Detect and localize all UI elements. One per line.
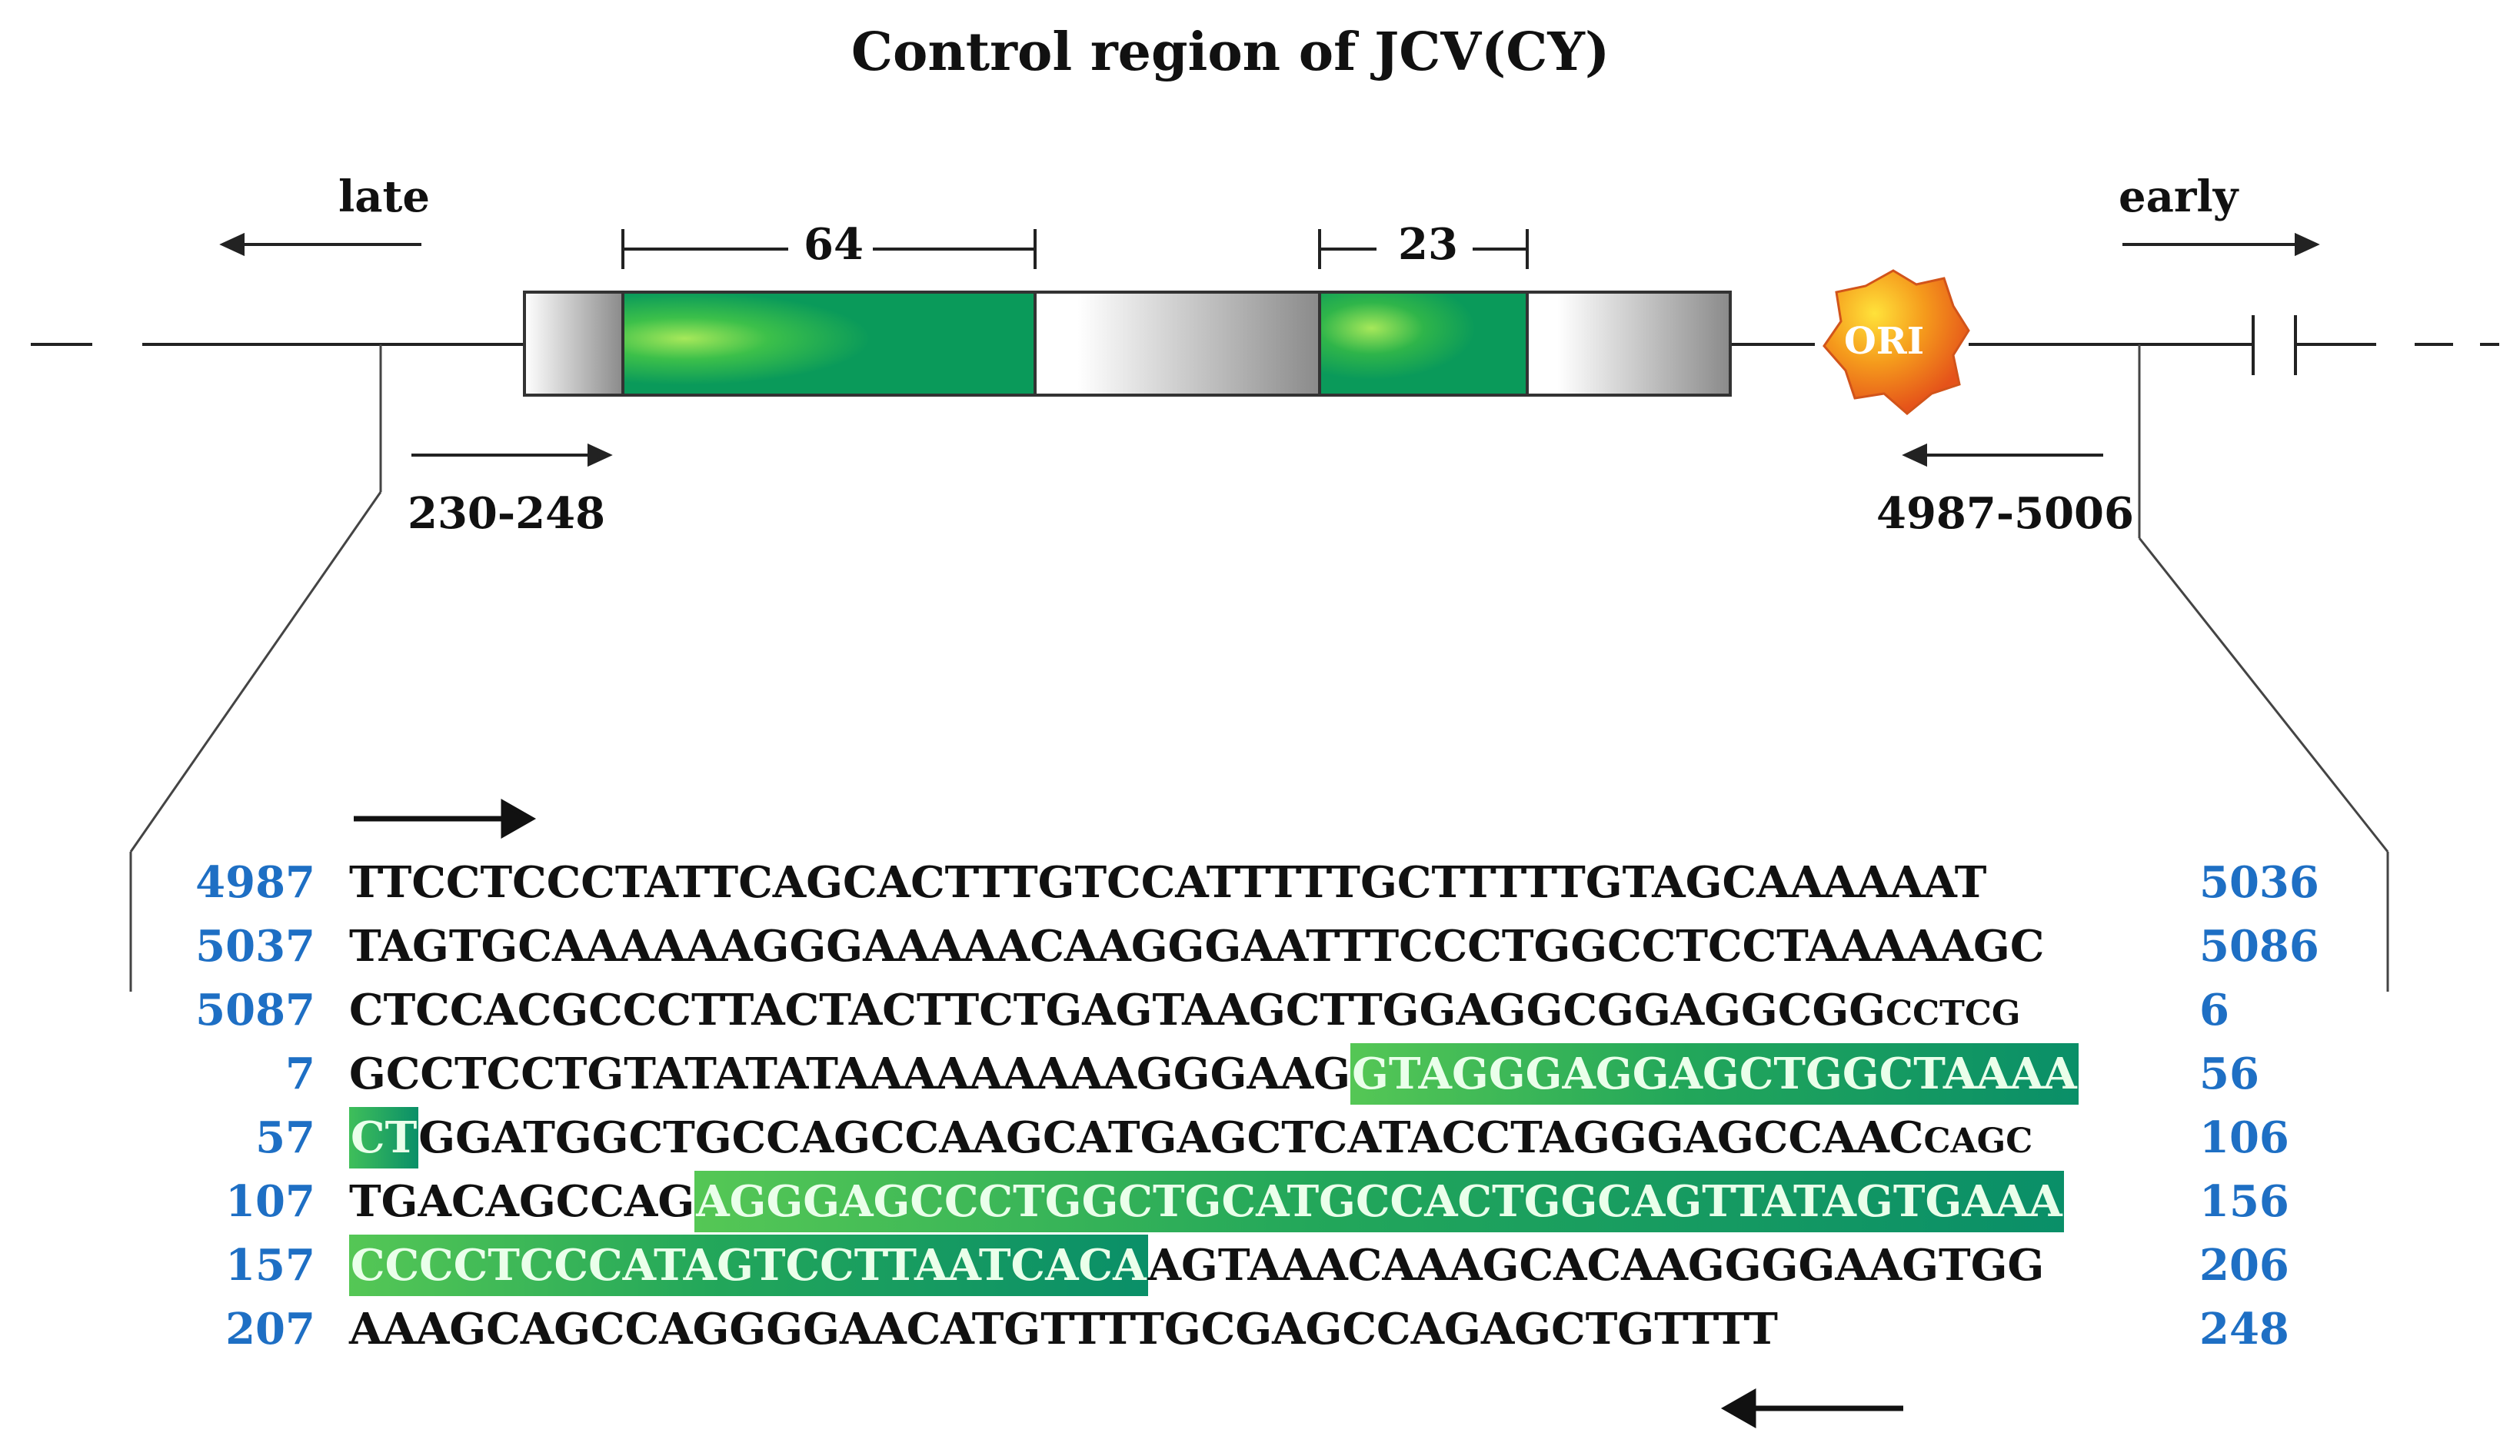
sequence-forward-arrow: [354, 798, 537, 839]
sequence-text: CTGGATGGCTGCCAGCCAAGCATGAGCTCATACCTAGGGA…: [349, 1107, 2191, 1172]
repeat-23-label: 23: [1398, 219, 1458, 270]
sequence-segment: AGTAAACAAAGCACAAGGGGAAGTGG: [1147, 1240, 2045, 1291]
primer-right-label: 4987-5006: [1876, 488, 2134, 539]
sequence-segment: GGATGGCTGCCAGCCAAGCATGAGCTCATACCTAGGGAGC…: [418, 1112, 1924, 1163]
sequence-segment: CTCCACGCCCTTACTACTTCTGAGTAAGCTTGGAGGCGGA…: [349, 985, 1886, 1035]
early-label: early: [2119, 171, 2239, 222]
primer-forward-arrow: [411, 443, 613, 467]
sequence-text: TGACAGCCAGAGGGAGCCCTGGCTGCATGCCACTGGCAGT…: [349, 1171, 2191, 1232]
row-end-position: 206: [2199, 1240, 2289, 1291]
row-end-position: 248: [2199, 1304, 2289, 1355]
row-start-position: 7: [285, 1049, 315, 1099]
sequence-segment: AAAGCAGCCAGGGGAACATGTTTTGCGAGCCAGAGCTGTT…: [349, 1304, 1778, 1355]
row-end-position: 56: [2199, 1049, 2259, 1099]
sequence-text: TAGTGCAAAAAAGGGAAAAACAAGGGAATTTCCCTGGCCT…: [349, 916, 2191, 977]
primer-reverse-arrow: [1902, 443, 2103, 467]
row-end-position: 106: [2199, 1112, 2289, 1163]
row-end-position: 5086: [2199, 921, 2319, 972]
late-label: late: [338, 171, 431, 222]
late-arrow: [219, 232, 421, 257]
sequence-text: GCCTCCTGTATATATAAAAAAAAAGGGAAGGTAGGGAGGA…: [349, 1043, 2191, 1105]
sequence-text: CTCCACGCCCTTACTACTTCTGAGTAAGCTTGGAGGCGGA…: [349, 979, 2191, 1045]
sequence-segment: CCTCG: [1886, 994, 2021, 1033]
sequence-segment: TGACAGCCAG: [349, 1176, 695, 1227]
row-start-position: 107: [225, 1176, 315, 1227]
backbone-line: [31, 315, 2499, 375]
figure-title: Control region of JCV(CY): [851, 22, 1610, 83]
repeat-23-segment: [1318, 291, 1529, 397]
early-arrow: [2122, 232, 2320, 257]
row-start-position: 57: [255, 1112, 315, 1163]
ori-label: ORI: [1844, 320, 1925, 363]
row-start-position: 157: [225, 1240, 315, 1291]
control-region-box: [523, 291, 1732, 397]
zoom-lines: [129, 344, 2389, 992]
sequence-text: AAAGCAGCCAGGGGAACATGTTTTGCGAGCCAGAGCTGTT…: [349, 1298, 2191, 1360]
row-start-position: 5037: [195, 921, 315, 972]
sequence-segment: TAGTGCAAAAAAGGGAAAAACAAGGGAATTTCCCTGGCCT…: [349, 921, 2045, 972]
row-end-position: 5036: [2199, 857, 2319, 908]
sequence-segment: CAGC: [1923, 1122, 2033, 1161]
repeat-64-label: 64: [804, 219, 864, 270]
sequence-reverse-arrow: [1720, 1388, 1903, 1429]
highlighted-repeat-segment: CCCCTCCCATAGTCCTTAATCACA: [349, 1235, 1148, 1296]
primer-left-label: 230-248: [408, 488, 606, 539]
ori-symbol: [1823, 269, 1970, 415]
sequence-segment: GCCTCCTGTATATATAAAAAAAAAGGGAAG: [349, 1049, 1351, 1099]
sequence-text: TTCCTCCCTATTCAGCACTTTGTCCATTTTTGCTTTTTGT…: [349, 852, 2191, 913]
row-end-position: 156: [2199, 1176, 2289, 1227]
repeat-23-bracket: [1318, 229, 1529, 269]
row-start-position: 5087: [195, 985, 315, 1035]
row-end-position: 6: [2199, 985, 2229, 1035]
highlighted-repeat-segment: GTAGGGAGGAGCTGGCTAAAA: [1350, 1043, 2079, 1105]
row-start-position: 207: [225, 1304, 315, 1355]
row-start-position: 4987: [195, 857, 315, 908]
highlighted-repeat-segment: CT: [349, 1107, 419, 1168]
repeat-64-bracket: [621, 229, 1037, 269]
sequence-text: CCCCTCCCATAGTCCTTAATCACAAGTAAACAAAGCACAA…: [349, 1235, 2191, 1296]
highlighted-repeat-segment: AGGGAGCCCTGGCTGCATGCCACTGGCAGTTATAGTGAAA: [694, 1171, 2064, 1232]
repeat-64-segment: [621, 291, 1037, 397]
sequence-segment: TTCCTCCCTATTCAGCACTTTGTCCATTTTTGCTTTTTGT…: [349, 857, 1987, 908]
